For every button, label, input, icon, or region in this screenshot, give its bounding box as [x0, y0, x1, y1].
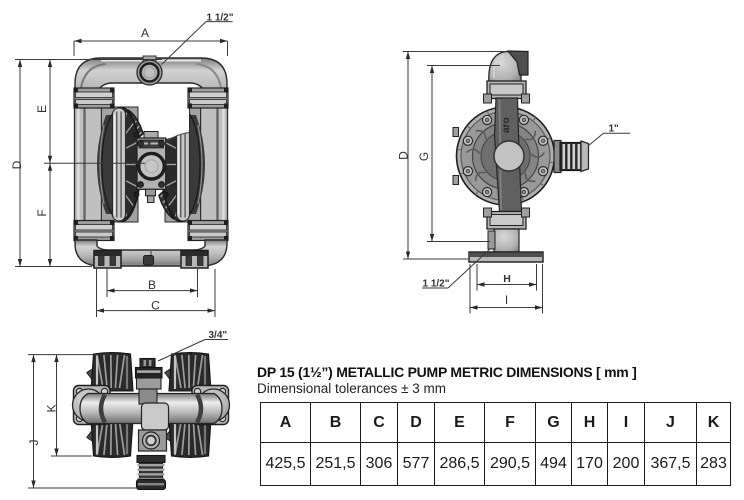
svg-text:B: B	[148, 278, 156, 292]
svg-text:J: J	[27, 440, 41, 446]
svg-text:A: A	[141, 26, 149, 40]
svg-text:E: E	[35, 105, 49, 113]
svg-text:1 1/2": 1 1/2"	[423, 278, 450, 289]
svg-text:I: I	[505, 293, 508, 307]
svg-text:C: C	[151, 299, 160, 313]
svg-text:F: F	[35, 209, 49, 216]
svg-text:H: H	[503, 273, 511, 285]
svg-text:aro: aro	[501, 117, 512, 133]
svg-text:1 1/2": 1 1/2"	[207, 13, 234, 24]
svg-text:D: D	[397, 151, 411, 160]
svg-text:G: G	[417, 152, 431, 161]
svg-text:3/4": 3/4"	[209, 330, 228, 341]
svg-text:K: K	[45, 404, 59, 412]
svg-text:D: D	[10, 160, 24, 169]
svg-text:1": 1"	[609, 124, 620, 135]
